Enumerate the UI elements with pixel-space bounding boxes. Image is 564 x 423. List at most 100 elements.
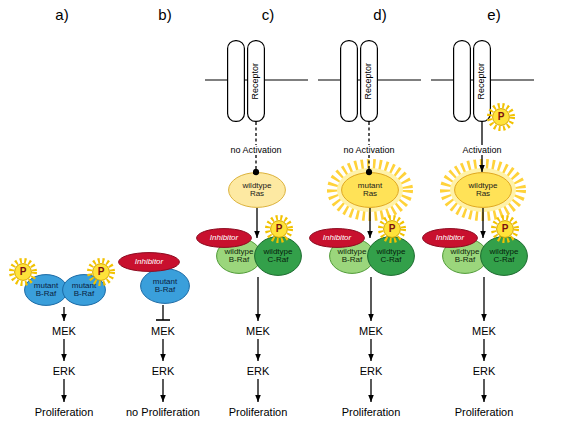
edge-label: no Activation <box>229 145 282 155</box>
inhibition-bar <box>156 319 170 321</box>
node-text: Inhibitor <box>312 234 362 242</box>
braf-mutant-blob: mutant B-Raf <box>140 268 190 304</box>
node-text: wildtype B-Raf <box>221 248 257 265</box>
protein-outline <box>197 229 252 248</box>
node-text: wildtype C-Raf <box>259 248 297 265</box>
signal-arrow <box>162 379 163 402</box>
edge-label: no Activation <box>342 145 395 155</box>
signal-connector <box>482 208 483 238</box>
signal-arrow <box>257 339 258 361</box>
protein-outline <box>141 269 190 304</box>
phosphate-disc <box>497 221 514 238</box>
receptor-outline <box>248 41 265 122</box>
receptor-bar <box>341 41 358 122</box>
node-text: Inhibitor <box>124 258 174 266</box>
signal-connector <box>256 208 257 238</box>
signal-arrow <box>257 379 258 402</box>
node-text: Inhibitor <box>425 234 475 242</box>
panel-letter: d) <box>373 6 386 23</box>
phosphate-disc <box>15 264 32 281</box>
panel-letter: a) <box>55 6 68 23</box>
node-text: wildtype C-Raf <box>372 248 410 265</box>
inhibition-line <box>162 305 163 320</box>
protein-outline <box>342 173 399 208</box>
node-text: wildtype C-Raf <box>485 248 523 265</box>
pathway-label: no Proliferation <box>126 406 200 418</box>
node-text: P <box>493 112 509 123</box>
signal-connector <box>369 208 370 238</box>
node-text: mutant B-Raf <box>67 282 101 299</box>
node-text: wildtype B-Raf <box>447 248 483 265</box>
edge-label: Activation <box>461 145 502 155</box>
braf-mutant-blob: mutant B-Raf <box>24 274 68 306</box>
pathway-label: MEK <box>359 325 383 337</box>
protein-outline <box>455 173 512 208</box>
phosphate-rays <box>381 218 404 241</box>
node-text: Receptor <box>477 63 486 100</box>
receptor-bar: Receptor <box>473 40 491 122</box>
signal-arrow <box>257 277 258 321</box>
phosphate-circle: P <box>383 220 401 238</box>
node-text: P <box>93 267 109 278</box>
protein-outline <box>310 229 365 248</box>
inhibitor-ellipse: Inhibitor <box>422 228 478 248</box>
receptor-bar <box>454 41 471 122</box>
pathway-label: MEK <box>52 325 76 337</box>
activation-glow <box>337 168 403 212</box>
node-text: mutant B-Raf <box>29 282 63 299</box>
pathway-label: Proliferation <box>342 406 401 418</box>
signal-arrow <box>63 339 64 361</box>
phosphate-disc <box>93 264 110 281</box>
pathway-label: ERK <box>152 365 175 377</box>
signal-arrow <box>483 277 484 321</box>
node-text: P <box>497 224 513 235</box>
signal-arrow <box>370 339 371 361</box>
pathway-label: Proliferation <box>35 406 94 418</box>
inhibitor-ellipse: Inhibitor <box>309 228 365 248</box>
pathway-label: Proliferation <box>455 406 514 418</box>
panel-letter: e) <box>487 6 500 23</box>
signal-arrow <box>370 379 371 402</box>
pathway-label: ERK <box>53 365 76 377</box>
signal-arrow <box>370 277 371 321</box>
pathway-label: ERK <box>360 365 383 377</box>
node-text: P <box>15 267 31 278</box>
receptor-bar: Receptor <box>360 40 378 122</box>
node-text: Inhibitor <box>199 234 249 242</box>
phosphate-disc <box>271 221 288 238</box>
pathway-label: MEK <box>246 325 270 337</box>
activation-glow <box>450 168 516 212</box>
node-text: Receptor <box>364 63 373 100</box>
node-text: wildtype B-Raf <box>334 248 370 265</box>
phosphate-circle: P <box>270 220 288 238</box>
receptor-outline <box>361 41 378 122</box>
node-text: Receptor <box>251 63 260 100</box>
ras-ellipse-active: mutant Ras <box>341 172 399 208</box>
activation-glow <box>446 165 520 215</box>
pathway-label: Proliferation <box>229 406 288 418</box>
receptor-bar <box>228 41 245 122</box>
phosphate-disc <box>384 221 401 238</box>
inhibitor-ellipse: Inhibitor <box>118 252 180 272</box>
phosphate-circle: P <box>496 220 514 238</box>
node-text: wildtype Ras <box>463 182 503 199</box>
node-text: wildtype Ras <box>237 182 277 199</box>
panel-letter: b) <box>158 6 171 23</box>
pathway-label: ERK <box>247 365 270 377</box>
pathway-label: MEK <box>151 325 175 337</box>
signal-arrow <box>483 339 484 361</box>
node-text: P <box>384 224 400 235</box>
signal-arrow <box>162 339 163 361</box>
node-text: mutant B-Raf <box>148 278 182 295</box>
node-text: mutant Ras <box>350 182 390 199</box>
pathway-label: ERK <box>473 365 496 377</box>
activation-glow <box>333 165 407 215</box>
protein-outline <box>119 253 180 272</box>
protein-outline <box>423 229 478 248</box>
ras-ellipse-active: wildtype Ras <box>454 172 512 208</box>
phosphate-circle: P <box>492 108 510 126</box>
protein-outline <box>63 275 106 306</box>
panel-letter: c) <box>262 6 275 23</box>
ras-ellipse: wildtype Ras <box>228 172 286 208</box>
